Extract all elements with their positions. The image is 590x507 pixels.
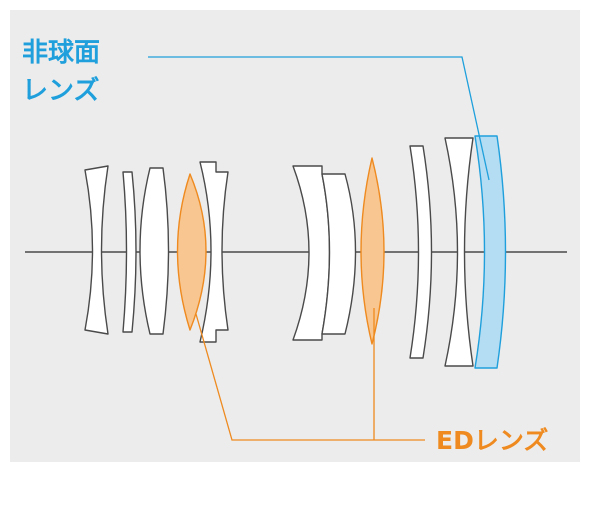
aspheric-lens-element xyxy=(474,135,507,369)
ed-lens-label: EDレンズ xyxy=(436,426,549,455)
ed-lens-element-2 xyxy=(360,157,385,345)
ed-lens-element-1 xyxy=(176,173,207,331)
lens-element-1 xyxy=(84,165,109,335)
lens-element-2 xyxy=(122,171,137,333)
aspheric-leader-line xyxy=(148,56,490,181)
lens-element-10 xyxy=(444,137,474,367)
lens-element-3 xyxy=(139,167,170,335)
lens-element-9 xyxy=(409,145,433,359)
lens-element-5 xyxy=(199,161,229,343)
lens-element-7 xyxy=(321,173,357,335)
aspheric-lens-label: 非球面 xyxy=(22,38,101,68)
lens-element-6 xyxy=(292,165,331,341)
aspheric-lens-label-line2: レンズ xyxy=(22,76,100,106)
ed-leader-line xyxy=(195,313,425,441)
